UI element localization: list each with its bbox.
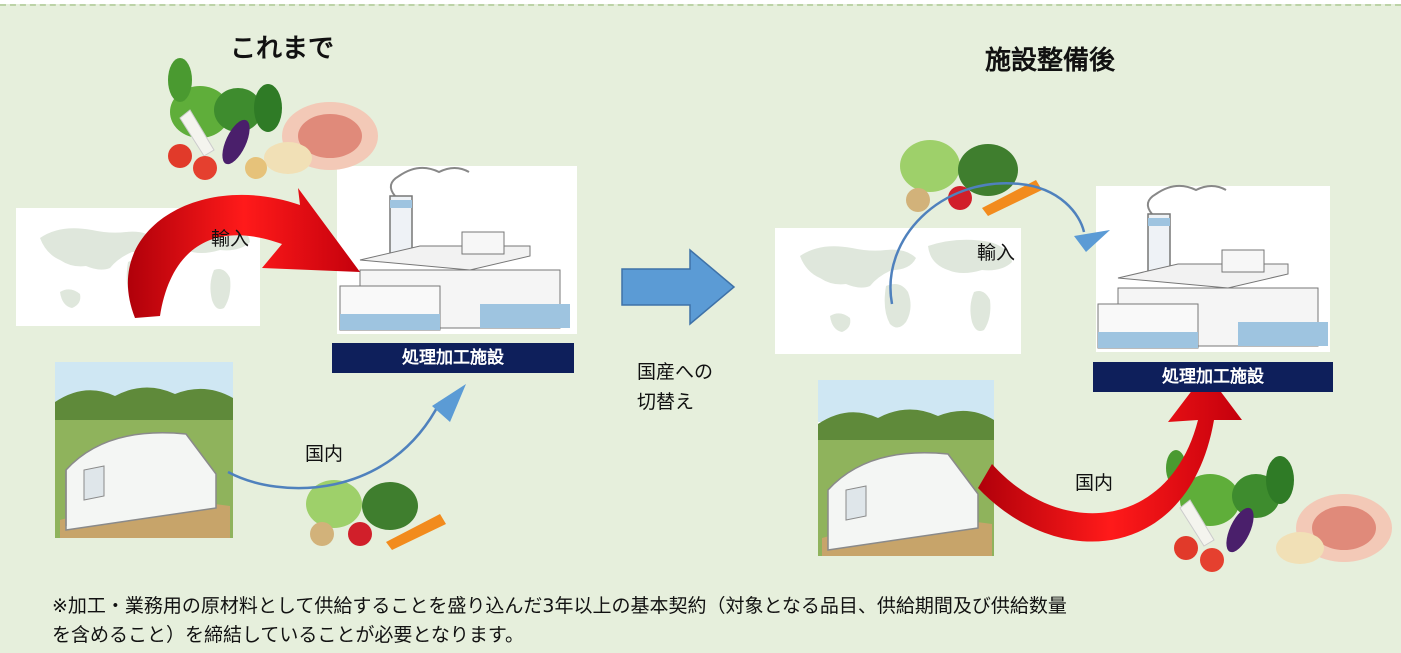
vegetables-left-bottom [306, 480, 446, 550]
vegetables-right-top [900, 140, 1042, 216]
domestic-arrow-left [227, 401, 442, 490]
footnote-line1: ※加工・業務用の原材料として供給することを盛り込んだ3年以上の基本契約（対象とな… [52, 595, 1067, 617]
world-map-right [775, 228, 1021, 354]
greenhouse-right [818, 380, 994, 556]
import-label-left: 輸入 [211, 228, 250, 250]
import-arrowhead-right [1074, 230, 1110, 252]
domestic-arrow-right [978, 372, 1242, 542]
domestic-arrowhead-left [432, 384, 466, 422]
after-title: 施設整備後 [985, 46, 1116, 76]
domestic-label-right: 国内 [1075, 472, 1114, 494]
facility-box-right: 処理加工施設 [1093, 362, 1333, 392]
factory-right [1096, 184, 1330, 352]
footnote: ※加工・業務用の原材料として供給することを盛り込んだ3年以上の基本契約（対象とな… [52, 592, 1382, 650]
greenhouse-left [55, 362, 233, 538]
import-arrow-left [127, 188, 361, 318]
before-title: これまで [230, 34, 335, 64]
switch-label-line1: 国産への [637, 361, 714, 383]
import-arrow-right [889, 182, 1086, 305]
domestic-label-left: 国内 [305, 443, 344, 465]
switch-label: 国産への 切替え [637, 357, 713, 417]
vegetables-meat-right [1166, 450, 1392, 572]
switch-label-line2: 切替え [637, 391, 695, 413]
footnote-line2: を含めること）を締結していることが必要となります。 [52, 624, 524, 646]
factory-left [337, 166, 577, 334]
import-label-right: 輸入 [977, 242, 1016, 264]
switch-arrow [621, 248, 736, 326]
facility-box-left: 処理加工施設 [332, 343, 574, 373]
vegetables-meat-left [168, 58, 378, 180]
